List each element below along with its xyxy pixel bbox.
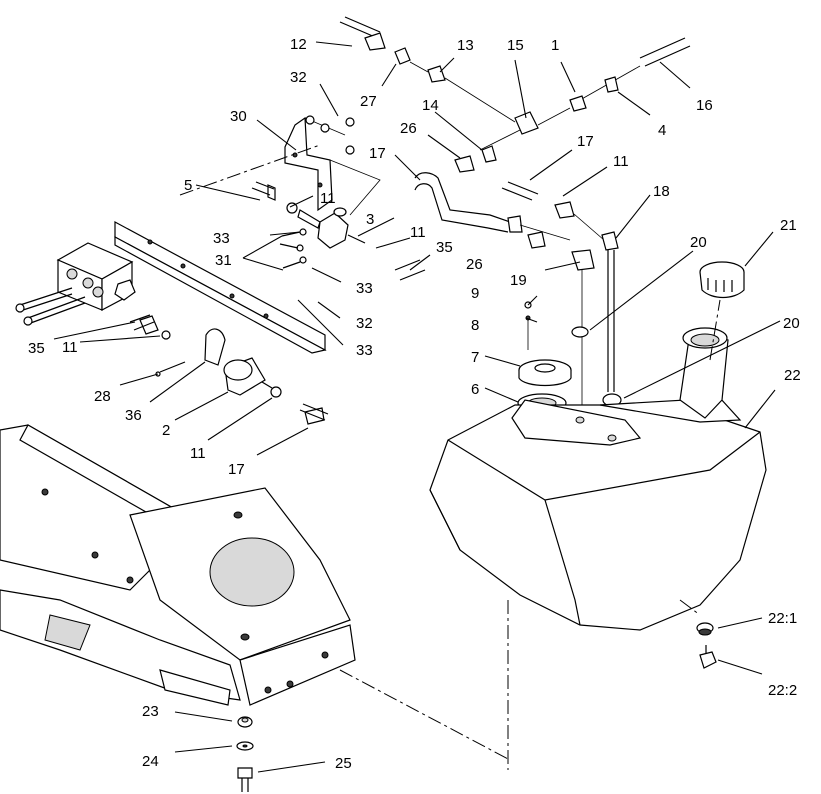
- callout-26-b: 26: [466, 256, 483, 273]
- callout-35-b: 35: [28, 340, 45, 357]
- callout-33-c: 33: [356, 342, 373, 359]
- callout-12: 12: [290, 36, 307, 53]
- callout-28: 28: [94, 388, 111, 405]
- callout-32-a: 32: [290, 69, 307, 86]
- callout-30: 30: [230, 108, 247, 125]
- callout-23: 23: [142, 703, 159, 720]
- callout-22-2: 22:2: [768, 682, 797, 699]
- valve-block: [15, 242, 136, 326]
- callout-3: 3: [366, 211, 374, 228]
- callout-17-c: 17: [228, 461, 245, 478]
- callout-19: 19: [510, 272, 527, 289]
- callout-18: 18: [653, 183, 670, 200]
- drain-parts: [696, 622, 717, 669]
- callout-17-a: 17: [369, 145, 386, 162]
- callout-17-b: 17: [577, 133, 594, 150]
- callout-2: 2: [162, 422, 170, 439]
- callout-1: 1: [551, 37, 559, 54]
- callout-13: 13: [457, 37, 474, 54]
- callout-5: 5: [184, 177, 192, 194]
- callout-22: 22: [784, 367, 801, 384]
- callout-24: 24: [142, 753, 159, 770]
- callout-8: 8: [471, 317, 479, 334]
- callout-11-d: 11: [62, 339, 78, 356]
- callout-labels: 1 2 3 4 5 6 7 8 9 11 11 11 11 11 12 13 1…: [28, 36, 801, 772]
- mount-hardware: [236, 716, 254, 792]
- callout-11-b: 11: [410, 224, 426, 241]
- fuel-tank: [429, 261, 767, 631]
- callout-33-b: 33: [356, 280, 373, 297]
- filter-bracket: [179, 115, 381, 216]
- callout-31: 31: [215, 252, 232, 269]
- callout-9: 9: [471, 285, 479, 302]
- leader-lines: [53, 41, 781, 773]
- callout-4: 4: [658, 122, 666, 139]
- callout-16: 16: [696, 97, 713, 114]
- fuel-lines: [129, 16, 691, 421]
- fuel-filter-upper: [267, 184, 366, 269]
- callout-21: 21: [780, 217, 797, 234]
- callout-14: 14: [422, 97, 439, 114]
- callout-27: 27: [360, 93, 377, 110]
- frame-chassis: [0, 424, 356, 706]
- mounting-bar: [114, 220, 327, 354]
- callout-20-a: 20: [690, 234, 707, 251]
- callout-35-a: 35: [436, 239, 453, 256]
- callout-11-a: 11: [320, 190, 336, 207]
- callout-6: 6: [471, 381, 479, 398]
- callout-32-b: 32: [356, 315, 373, 332]
- callout-25: 25: [335, 755, 352, 772]
- callout-22-1: 22:1: [768, 610, 797, 627]
- callout-26-a: 26: [400, 120, 417, 137]
- callout-15: 15: [507, 37, 524, 54]
- callout-33-a: 33: [213, 230, 230, 247]
- callout-11-c: 11: [613, 153, 629, 170]
- callout-36: 36: [125, 407, 142, 424]
- callout-7: 7: [471, 349, 479, 366]
- fuel-filter-lower: [139, 315, 325, 425]
- callout-11-e: 11: [190, 445, 206, 462]
- callout-20-b: 20: [783, 315, 800, 332]
